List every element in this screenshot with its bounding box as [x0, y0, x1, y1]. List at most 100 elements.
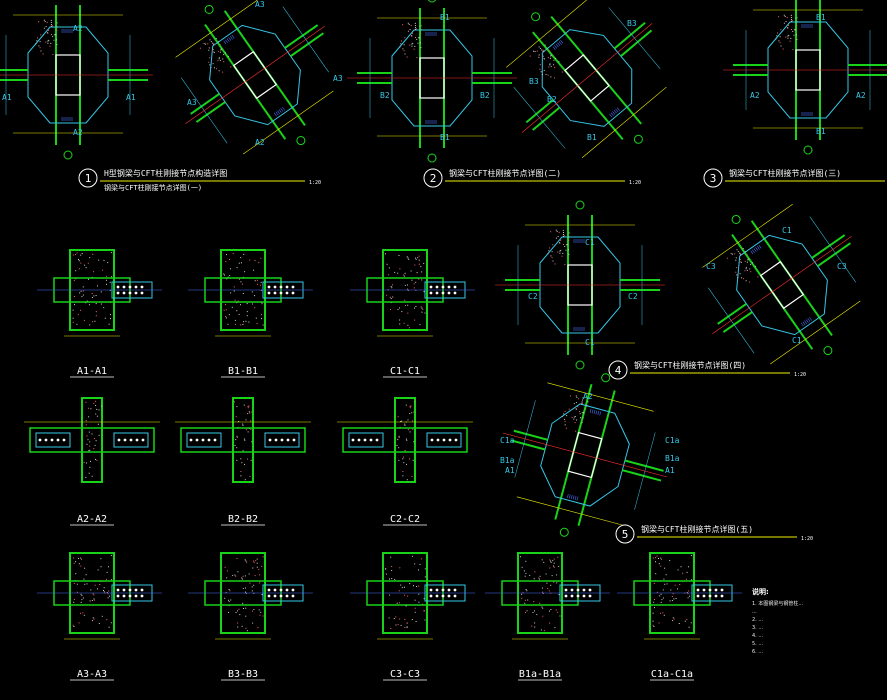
concrete-dot [552, 260, 554, 262]
concrete-dot [227, 55, 230, 58]
concrete-dot [404, 424, 406, 426]
concrete-hatch [199, 37, 232, 73]
concrete-dot [652, 612, 654, 614]
bolt [128, 291, 132, 295]
concrete-dot [398, 447, 400, 449]
concrete-dot [414, 599, 416, 601]
note-line: 3. ... [752, 625, 764, 631]
concrete-dot [225, 304, 226, 306]
concrete-dot [678, 623, 680, 624]
concrete-dot [666, 583, 668, 585]
section-view [188, 552, 313, 681]
concrete-dot [413, 441, 415, 443]
concrete-dot [230, 599, 232, 601]
concrete-dot [553, 565, 554, 567]
concrete-dot [56, 39, 57, 41]
bolt [128, 588, 132, 592]
bolt [435, 291, 439, 295]
axis-bubble [531, 12, 541, 22]
concrete-dot [217, 50, 219, 52]
concrete-dot [92, 617, 94, 619]
beam-flange [811, 234, 846, 259]
bolt [570, 594, 574, 598]
weld-mark [574, 496, 577, 501]
concrete-dot [401, 40, 402, 42]
concrete-dot [97, 588, 98, 590]
section-title: A2-A2 [77, 514, 107, 525]
concrete-dot [757, 276, 759, 278]
concrete-dot [246, 561, 248, 563]
bolt [128, 285, 132, 289]
concrete-dot [568, 408, 570, 410]
beam-flange-plate [342, 427, 468, 453]
concrete-dot [554, 627, 556, 629]
concrete-dot [78, 622, 80, 624]
bolt [447, 588, 451, 592]
concrete-dot [392, 284, 393, 286]
concrete-dot [234, 445, 236, 446]
bolt [116, 588, 120, 592]
concrete-dot [253, 269, 255, 271]
concrete-dot [405, 438, 407, 440]
concrete-dot [407, 22, 409, 24]
concrete-dot [577, 406, 579, 408]
concrete-dot [253, 561, 255, 563]
concrete-dot [224, 274, 225, 276]
concrete-dot [220, 49, 222, 51]
bolt [122, 285, 126, 289]
concrete-dot [412, 420, 414, 422]
concrete-dot [56, 26, 58, 28]
concrete-dot [672, 593, 674, 595]
concrete-dot [403, 275, 405, 277]
concrete-dot [89, 304, 90, 306]
concrete-dot [97, 423, 99, 425]
concrete-dot [244, 479, 246, 481]
general-notes: 说明: 1. 本图钢梁与钢管柱... ... 2. ... 3. ... 4. … [752, 588, 882, 656]
detail-scale: 1:20 [629, 180, 641, 186]
concrete-dot [405, 305, 406, 306]
concrete-dot [573, 403, 575, 405]
concrete-dot [559, 250, 561, 252]
concrete-dot [740, 277, 743, 279]
concrete-dot [229, 590, 231, 592]
weld-mark [599, 411, 602, 416]
concrete-dot [540, 629, 542, 631]
dimension-line [175, 0, 266, 58]
concrete-dot [671, 600, 673, 601]
bolt [140, 285, 144, 289]
concrete-dot [251, 586, 253, 588]
concrete-dot [582, 417, 584, 419]
concrete-dot [562, 252, 564, 254]
concrete-dot [106, 283, 107, 285]
concrete-dot [80, 262, 82, 264]
concrete-dot [213, 67, 216, 69]
detail-number-circle [703, 168, 723, 188]
concrete-dot [89, 600, 91, 602]
section-title: A3-A3 [77, 669, 107, 680]
concrete-dot [682, 572, 684, 574]
concrete-dot [573, 416, 575, 418]
concrete-dot [420, 306, 422, 308]
concrete-dot [543, 69, 545, 72]
concrete-dot [544, 44, 546, 46]
concrete-dot [545, 73, 547, 76]
concrete-dot [251, 291, 253, 293]
concrete-dot [390, 308, 391, 310]
weld-mark [593, 409, 596, 414]
concrete-dot [580, 403, 583, 405]
concrete-dot [239, 278, 240, 280]
concrete-dot [539, 602, 541, 604]
dimension-line [506, 0, 591, 68]
bolt [292, 438, 296, 442]
concrete-dot [88, 278, 89, 280]
bolt [582, 588, 586, 592]
bolt [50, 438, 54, 442]
concrete-dot [553, 66, 556, 69]
concrete-dot [581, 422, 583, 424]
concrete-dot [238, 313, 240, 315]
concrete-hatch [529, 44, 563, 79]
concrete-dot [559, 252, 561, 254]
bolt [720, 588, 724, 592]
diaphragm-outline [541, 29, 633, 127]
